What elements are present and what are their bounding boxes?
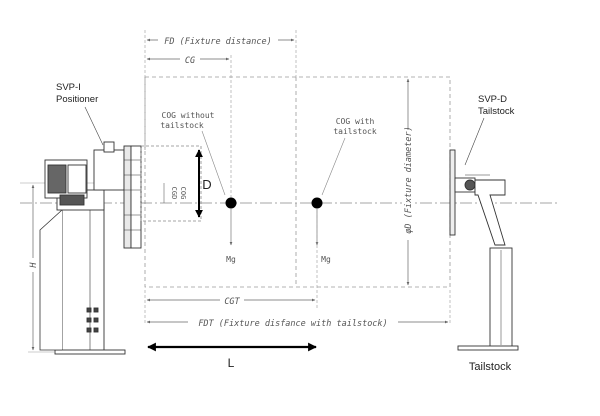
cgd-label: CGD [170, 187, 178, 200]
cog-with-label-2: tailstock [333, 127, 377, 136]
fd-label: FD (Fixture distance) [164, 37, 271, 47]
cog-with-label-1: COG with [336, 117, 375, 126]
cg-label: CG [185, 56, 195, 66]
tailstock-label: Tailstock [469, 361, 512, 373]
d-label: D [202, 177, 211, 192]
cgt-dimension: CGT [144, 210, 318, 325]
svp-d-label-1: SVP-D [478, 94, 507, 105]
fixture-cylinder [140, 145, 202, 222]
svp-d-label-2: Tailstock [478, 106, 515, 117]
fdt-label: FDT (Fixture disfance with tailstock) [198, 319, 387, 329]
svp-i-positioner [39, 141, 142, 355]
cog-without-label-1: COG without [162, 111, 215, 120]
h-label: H [29, 262, 39, 269]
svp-i-label-2: Positioner [56, 94, 98, 105]
fd-dimension: FD (Fixture distance) [144, 30, 297, 77]
svp-d-callout: SVP-D Tailstock [464, 94, 515, 166]
cog-rot-label: COG [179, 187, 187, 200]
svp-i-callout: SVP-I Positioner [56, 82, 104, 146]
mg-right-label: Mg [321, 255, 331, 264]
cg-dimension: CG [146, 53, 232, 200]
cog-with-tailstock: Mg COG with tailstock [311, 117, 377, 264]
l-label: L [228, 356, 235, 370]
phi-d-label: φD (Fixture diameter) [404, 126, 414, 233]
cog-without-label-2: tailstock [160, 121, 204, 130]
h-dimension: H [28, 184, 55, 353]
fdt-dimension: FDT (Fixture disfance with tailstock) [146, 290, 451, 329]
svp-i-label-1: SVP-I [56, 82, 81, 93]
l-dimension: L [147, 342, 317, 370]
d-dimension: D [195, 149, 212, 218]
mg-left-label: Mg [226, 255, 236, 264]
cog-without-tailstock: Mg COG without tailstock [160, 111, 237, 264]
cgt-label: CGT [224, 297, 240, 307]
cgd-dimension: CGD COG [163, 183, 187, 203]
svp-d-tailstock [449, 149, 519, 351]
phi-d-dimension: φD (Fixture diameter) [402, 78, 414, 286]
